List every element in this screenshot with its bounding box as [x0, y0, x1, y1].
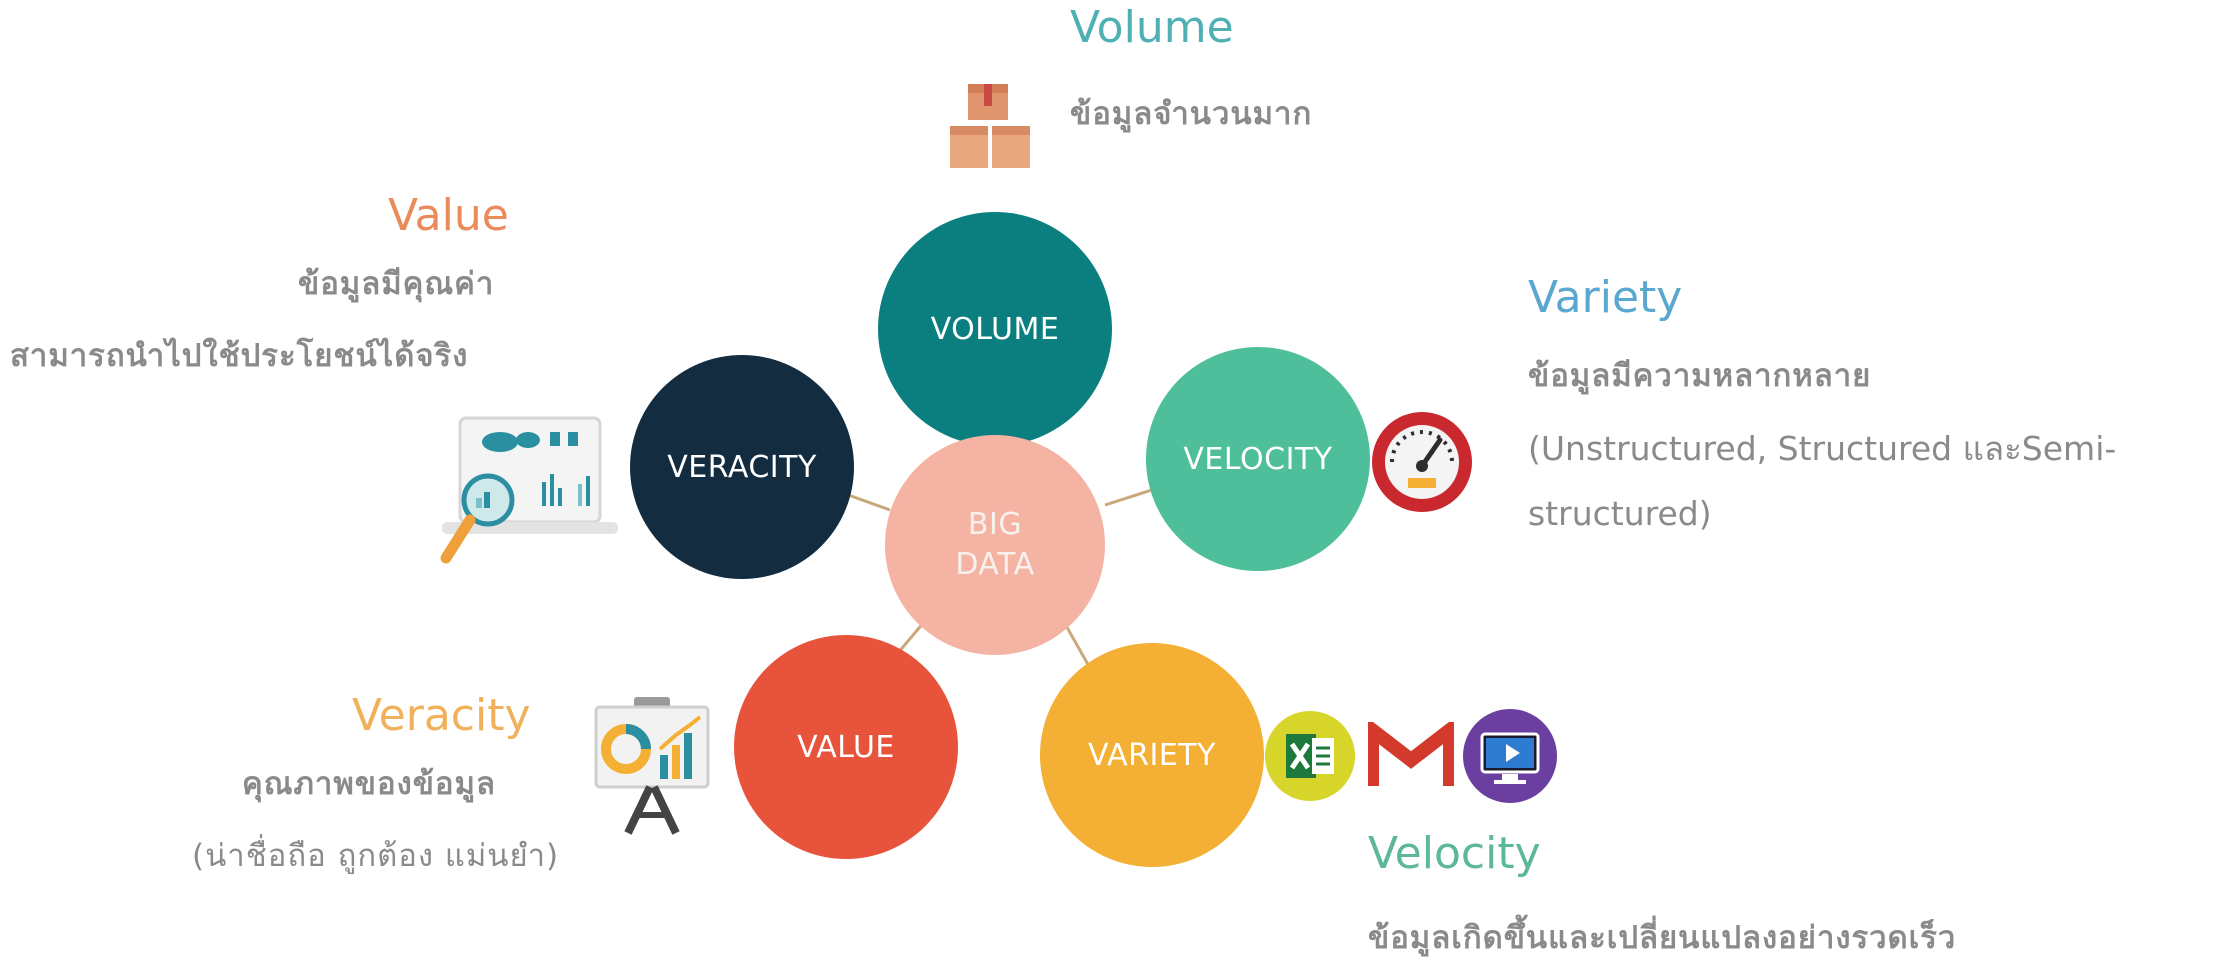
title-value: Value	[388, 190, 509, 241]
desc-value-line1: ข้อมูลมีคุณค่า	[298, 266, 495, 302]
analytics-laptop-icon	[440, 416, 618, 564]
title-volume: Volume	[1070, 2, 1234, 53]
node-volume: VOLUME	[878, 212, 1112, 446]
excel-icon	[1265, 711, 1355, 801]
speedometer-icon	[1372, 412, 1472, 512]
link-center-velocity	[1104, 486, 1159, 507]
node-volume-label: VOLUME	[930, 311, 1060, 347]
desc-veracity-line2: (น่าชื่อถือ ถูกต้อง แม่นยำ)	[192, 838, 560, 874]
desc-variety-line3: structured)	[1528, 494, 1712, 533]
title-velocity: Velocity	[1368, 828, 1541, 879]
node-veracity-label: VERACITY	[667, 449, 817, 485]
node-variety: VARIETY	[1040, 643, 1264, 867]
desc-volume: ข้อมูลจำนวนมาก	[1070, 96, 1313, 132]
node-big-data-label: BIG DATA	[955, 507, 1035, 582]
node-value: VALUE	[734, 635, 958, 859]
node-veracity: VERACITY	[630, 355, 854, 579]
desc-variety-line2: (Unstructured, Structured และSemi-	[1528, 429, 2117, 468]
node-variety-label: VARIETY	[1088, 737, 1216, 773]
presentation-board-icon	[594, 697, 710, 835]
desc-variety-line1: ข้อมูลมีความหลากหลาย	[1528, 358, 1872, 394]
video-player-icon	[1463, 709, 1557, 803]
node-big-data: BIG DATA	[885, 435, 1105, 655]
desc-value-line2: สามารถนำไปใช้ประโยชน์ได้จริง	[10, 338, 469, 374]
boxes-icon	[950, 84, 1030, 168]
desc-veracity-line1: คุณภาพของข้อมูล	[242, 766, 496, 802]
node-velocity: VELOCITY	[1146, 347, 1370, 571]
node-velocity-label: VELOCITY	[1183, 441, 1333, 477]
node-value-label: VALUE	[797, 729, 895, 765]
title-veracity: Veracity	[352, 690, 531, 741]
title-variety: Variety	[1528, 272, 1683, 323]
desc-velocity: ข้อมูลเกิดขึ้นและเปลี่ยนแปลงอย่างรวดเร็ว	[1368, 920, 1957, 956]
gmail-icon	[1368, 722, 1454, 786]
